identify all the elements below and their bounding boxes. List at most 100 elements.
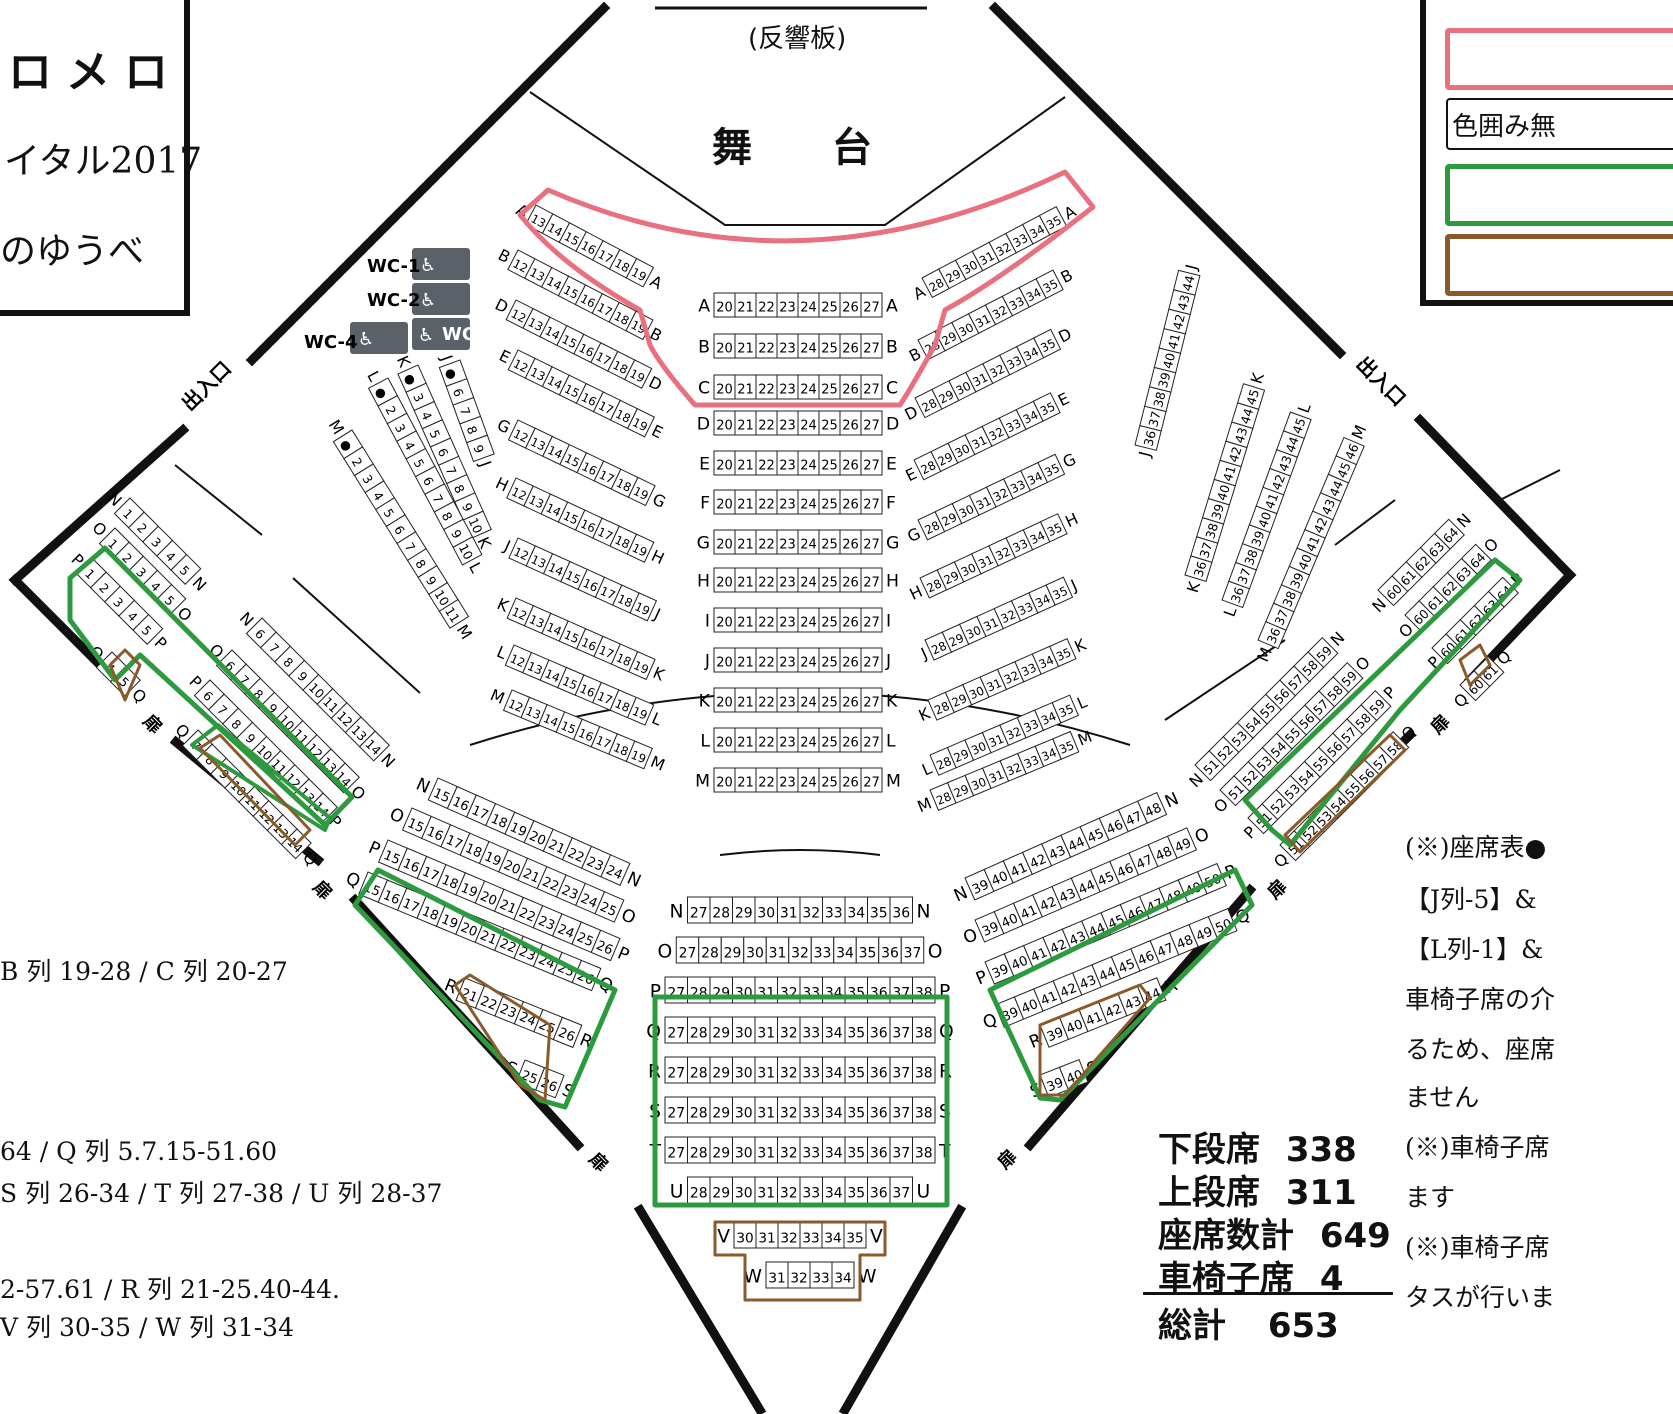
seat-box[interactable] — [860, 489, 883, 515]
seat[interactable]: 35 — [1045, 576, 1074, 606]
seat[interactable]: 40 — [983, 860, 1014, 893]
seat-box[interactable] — [1207, 907, 1238, 940]
seat[interactable]: 32 — [777, 1096, 801, 1124]
seat[interactable]: 19 — [625, 740, 653, 770]
seat-box[interactable] — [1052, 730, 1080, 760]
seat[interactable]: 22 — [755, 607, 778, 633]
seat[interactable]: 16 — [577, 568, 606, 598]
seat[interactable]: 38 — [912, 1136, 936, 1164]
seat[interactable]: 43 — [1071, 964, 1102, 996]
seat[interactable]: 18 — [485, 802, 516, 835]
seat[interactable]: 39 — [1241, 524, 1271, 552]
seat[interactable]: 14 — [539, 659, 568, 689]
seat[interactable]: 45 — [1110, 948, 1141, 980]
seat-box[interactable] — [626, 408, 656, 438]
seat[interactable]: 29 — [709, 1136, 733, 1164]
seat[interactable]: 27 — [687, 896, 711, 924]
seat[interactable]: 23 — [776, 529, 799, 555]
seat[interactable]: 54 — [1261, 732, 1293, 764]
seat[interactable]: ● — [397, 364, 427, 393]
seat[interactable]: 36 — [1184, 555, 1213, 583]
seat[interactable]: 25 — [818, 727, 841, 753]
seat-box[interactable] — [860, 767, 883, 793]
seat[interactable]: 44 — [1070, 869, 1101, 901]
seat[interactable]: 49 — [1188, 915, 1219, 948]
seat[interactable]: 22 — [755, 292, 778, 318]
seat[interactable]: 25 — [818, 607, 841, 633]
seat-box[interactable] — [860, 647, 883, 673]
seat[interactable]: 9 — [466, 434, 495, 463]
seat[interactable]: 41 — [1296, 528, 1326, 558]
seat[interactable]: 33 — [1010, 592, 1039, 622]
seat[interactable]: 43 — [1312, 492, 1342, 521]
seat-box[interactable] — [860, 333, 883, 359]
seat-box[interactable] — [1487, 576, 1519, 608]
seat[interactable]: 48 — [1168, 923, 1199, 956]
seat[interactable]: 46 — [1109, 852, 1140, 885]
seat[interactable]: 24 — [797, 767, 820, 793]
seat-box[interactable] — [1038, 205, 1068, 236]
seat[interactable]: 25 — [571, 921, 602, 954]
seat-box[interactable] — [594, 891, 625, 923]
seat[interactable]: 23 — [776, 333, 799, 359]
seat[interactable]: 35 — [1039, 513, 1068, 543]
seat[interactable]: 34 — [822, 1096, 846, 1124]
seat[interactable]: 64 — [1433, 518, 1465, 550]
seat[interactable]: 29 — [941, 623, 970, 653]
seat[interactable]: 17 — [465, 794, 497, 827]
seat[interactable]: 21 — [734, 567, 757, 593]
seat[interactable]: 20 — [713, 767, 736, 793]
seat-box[interactable] — [1332, 662, 1364, 694]
seat[interactable]: 49 — [1166, 827, 1198, 859]
seat[interactable]: 21 — [734, 727, 757, 753]
seat[interactable]: 39 — [974, 910, 1005, 943]
seat[interactable]: 18 — [609, 689, 637, 719]
seat[interactable]: 22 — [755, 489, 778, 515]
seat[interactable]: 37 — [1139, 405, 1167, 432]
seat[interactable]: 28 — [709, 896, 733, 924]
seat[interactable]: 30 — [732, 1136, 756, 1164]
seat[interactable]: 22 — [755, 727, 778, 753]
seat[interactable]: 24 — [797, 529, 820, 555]
seat[interactable]: 35 — [844, 1136, 868, 1164]
seat-box[interactable] — [626, 696, 655, 726]
seat[interactable]: 35 — [1033, 328, 1062, 359]
seat[interactable]: 3 — [104, 585, 136, 617]
seat[interactable]: 25 — [818, 767, 841, 793]
seat[interactable]: 37 — [900, 936, 925, 964]
seat-box[interactable] — [860, 567, 883, 593]
seat[interactable]: 27 — [860, 647, 883, 673]
seat[interactable]: 13 — [525, 545, 554, 575]
seat[interactable]: 31 — [970, 545, 999, 575]
seat-box[interactable] — [912, 1016, 936, 1044]
seat[interactable]: 26 — [839, 410, 862, 436]
seat[interactable]: 36 — [1134, 424, 1162, 451]
seat[interactable]: 16 — [573, 718, 601, 748]
seat[interactable]: 17 — [416, 855, 447, 888]
seat[interactable]: 59 — [1307, 637, 1339, 669]
seat[interactable]: 20 — [713, 450, 736, 476]
seat[interactable]: 27 — [664, 1056, 688, 1084]
seat[interactable]: 29 — [709, 1176, 733, 1204]
seat[interactable]: 63 — [1473, 590, 1505, 622]
seat[interactable]: 35 — [1037, 453, 1066, 484]
seat[interactable]: 26 — [535, 1067, 565, 1099]
seat[interactable]: 39 — [1280, 565, 1311, 595]
seat[interactable]: 28 — [929, 782, 957, 811]
seat[interactable]: 30 — [964, 731, 992, 761]
seat[interactable]: 24 — [797, 647, 820, 673]
seat[interactable]: 35 — [1038, 205, 1068, 236]
seat[interactable]: 33 — [799, 1221, 823, 1249]
seat[interactable]: 22 — [755, 687, 778, 713]
seat-box[interactable] — [625, 257, 655, 288]
seat[interactable]: 26 — [552, 1016, 583, 1049]
seat[interactable]: 5 — [132, 613, 164, 645]
seat[interactable]: 17 — [592, 517, 620, 547]
seat[interactable]: 56 — [1290, 704, 1322, 736]
seat[interactable]: 31 — [981, 760, 1010, 790]
seat[interactable]: 25 — [818, 489, 841, 515]
seat[interactable]: 27 — [860, 567, 883, 593]
seat[interactable]: 24 — [797, 567, 820, 593]
seat[interactable]: 38 — [1235, 542, 1264, 571]
seat[interactable]: 17 — [594, 576, 623, 606]
